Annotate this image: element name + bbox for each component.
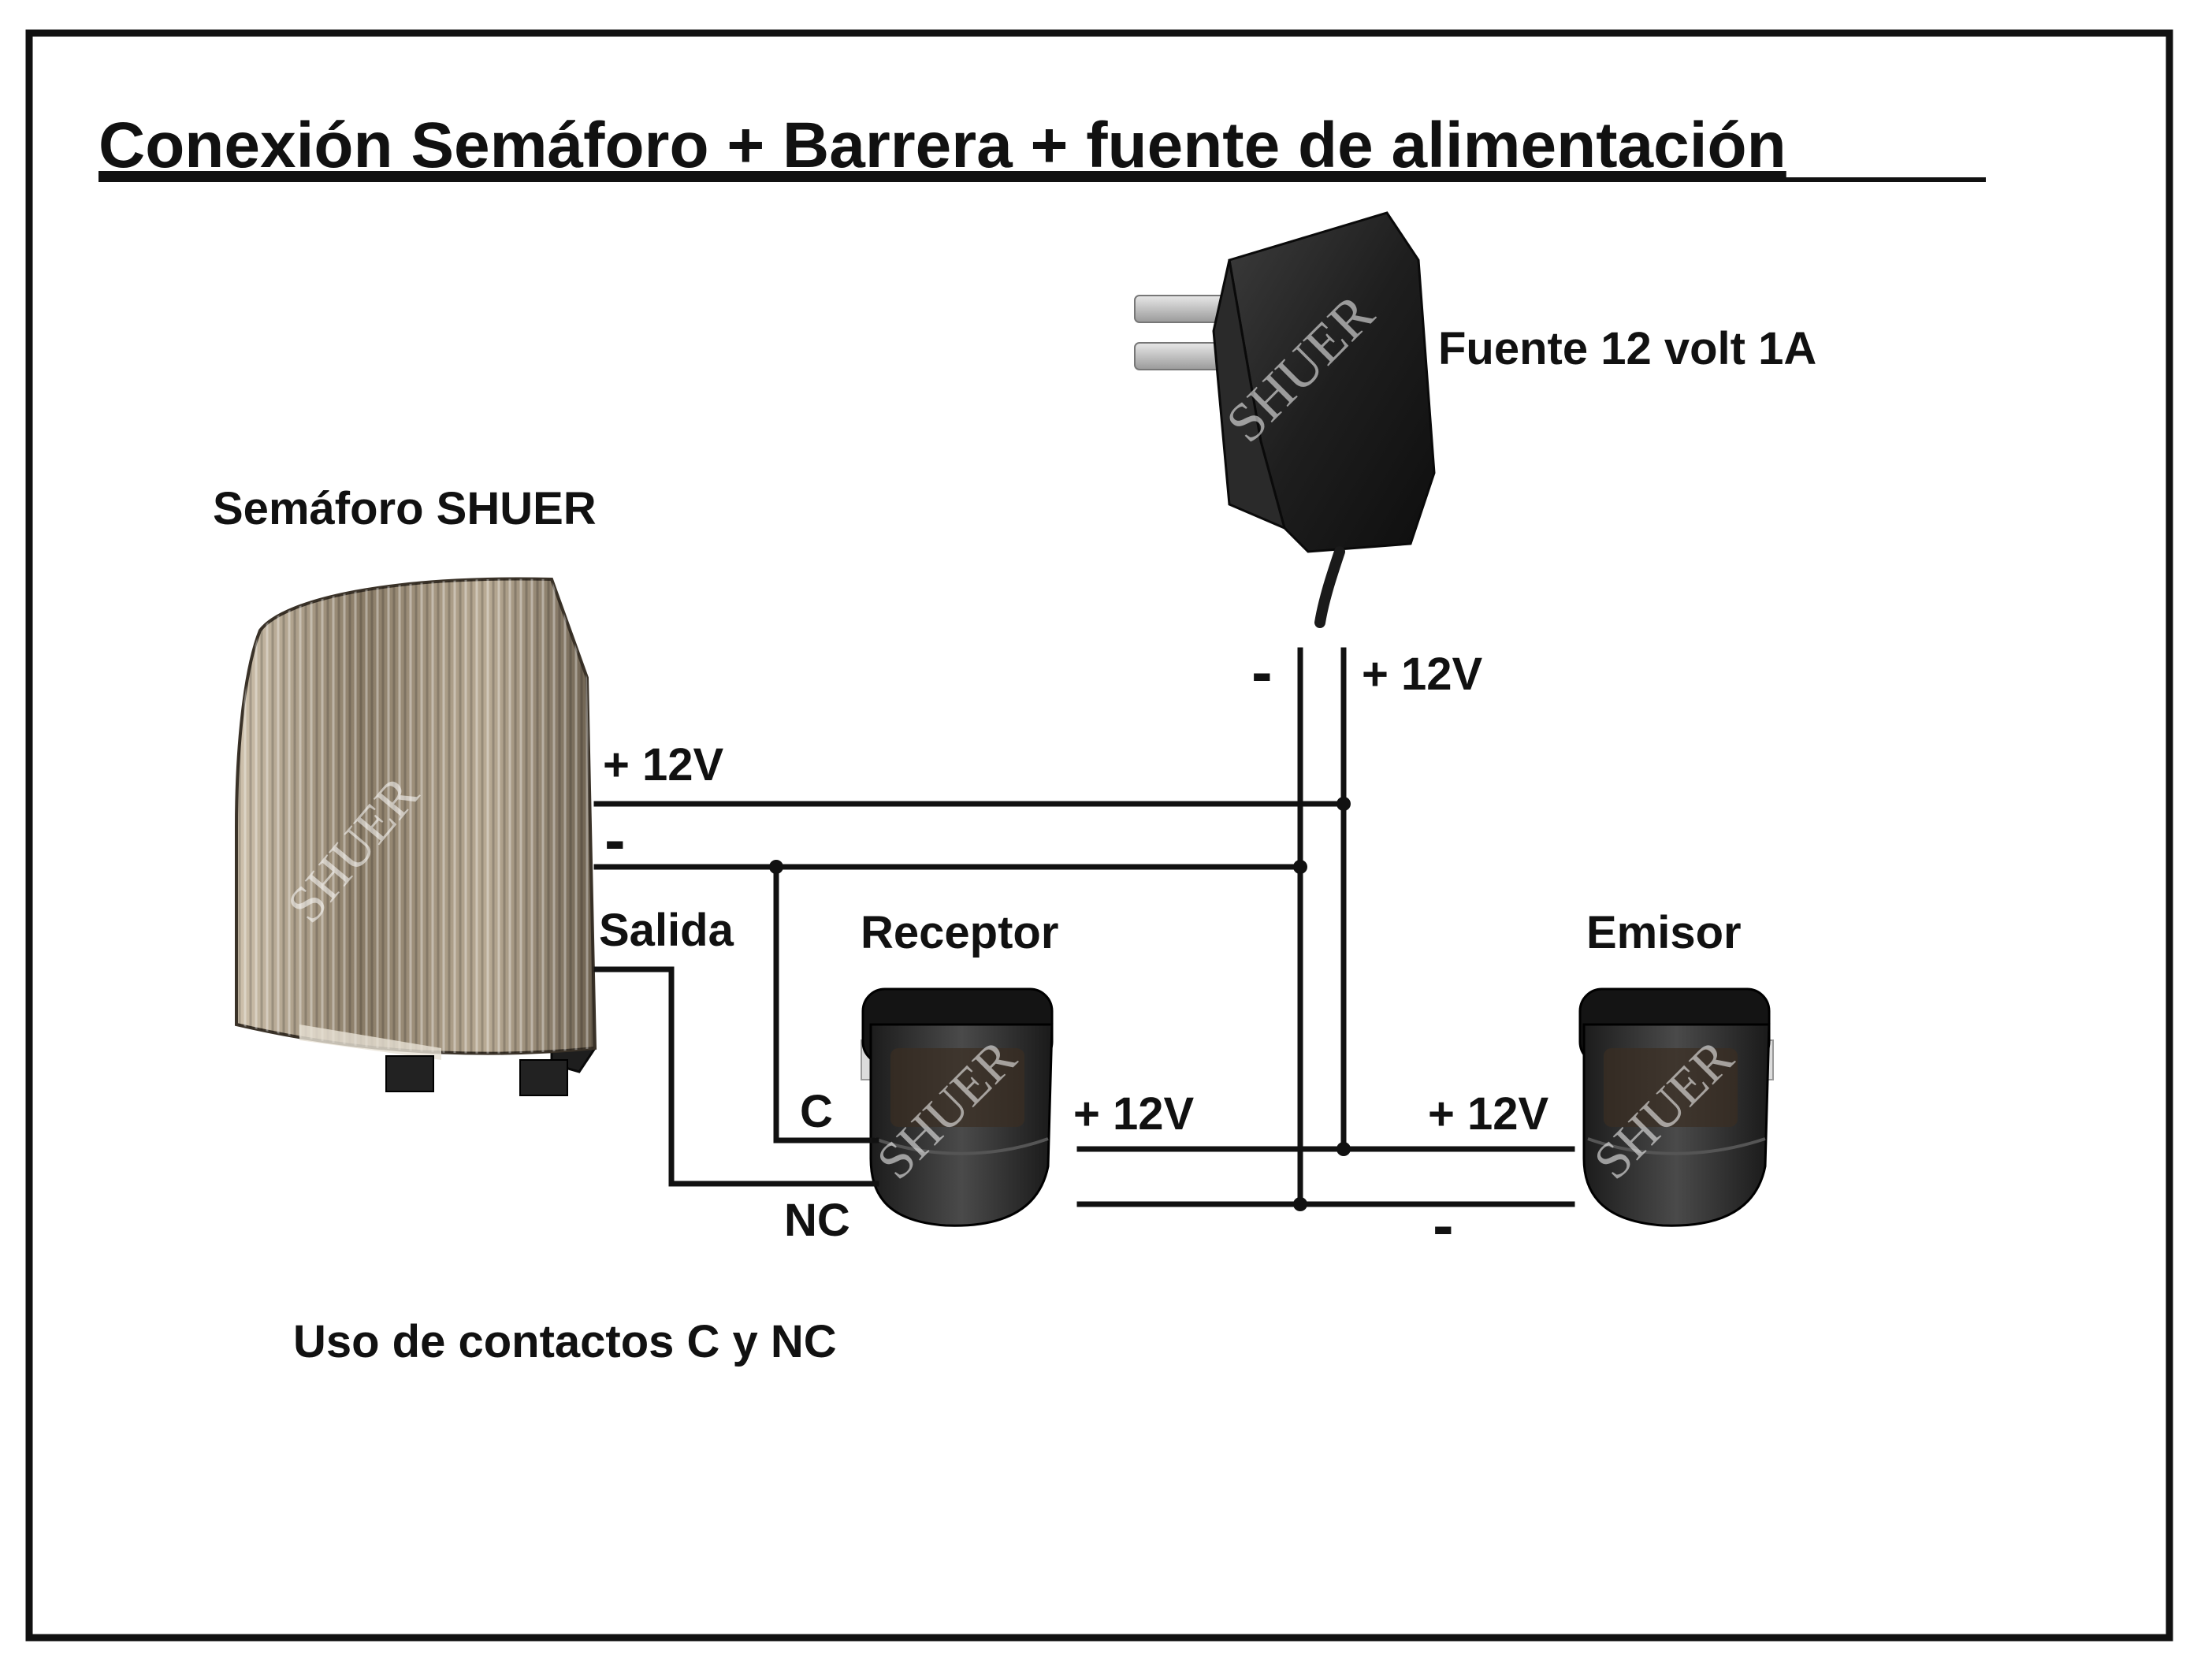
junction-dot xyxy=(1336,797,1351,811)
emitter-label: Emisor xyxy=(1586,907,1742,958)
traffic-light-device: SHUER xyxy=(235,577,597,1096)
traffic-light-label: Semáforo SHUER xyxy=(213,483,597,534)
power-supply-label: Fuente 12 volt 1A xyxy=(1438,323,1816,374)
junctions xyxy=(769,797,1351,1211)
label-light-negative: - xyxy=(604,805,626,875)
receiver-device: SHUER xyxy=(861,987,1054,1227)
label-receiver-common: C xyxy=(800,1086,833,1137)
label-light-output: Salida xyxy=(599,905,734,956)
label-supply-positive: + 12V xyxy=(1362,649,1482,700)
junction-dot xyxy=(1293,1197,1307,1211)
label-receiver-positive: + 12V xyxy=(1073,1088,1194,1140)
label-emitter-positive: + 12V xyxy=(1428,1088,1548,1140)
wire-receiver-common xyxy=(773,864,879,1144)
page-title: Conexión Semáforo + Barrera + fuente de … xyxy=(99,110,1786,181)
wiring xyxy=(593,647,1575,1207)
receiver-label: Receptor xyxy=(861,907,1058,958)
junction-dot xyxy=(769,860,783,874)
junction-dot xyxy=(1293,860,1307,874)
label-emitter-negative: - xyxy=(1433,1190,1454,1260)
power-supply-device: SHUER xyxy=(1134,211,1436,628)
label-supply-negative: - xyxy=(1251,637,1273,707)
label-light-positive: + 12V xyxy=(603,739,723,790)
junction-dot xyxy=(1336,1142,1351,1156)
footer-note: Uso de contactos C y NC xyxy=(293,1316,837,1367)
label-receiver-nc: NC xyxy=(784,1195,850,1246)
emitter-device: SHUER xyxy=(1578,987,1774,1227)
wire-light-output xyxy=(593,966,879,1187)
